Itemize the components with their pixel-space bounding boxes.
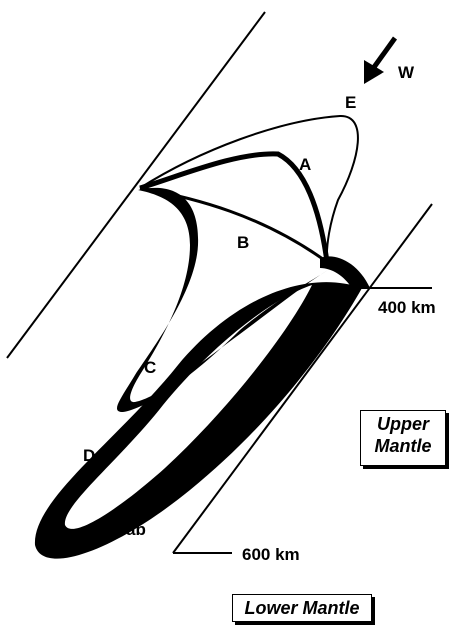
label-a: A (299, 155, 311, 174)
label-slab: Slab (110, 520, 146, 539)
lower-mantle-box: Lower Mantle (232, 594, 372, 622)
upper-mantle-line1: Upper (361, 413, 445, 435)
label-d: D (83, 446, 95, 465)
upper-mantle-box: Upper Mantle (360, 410, 446, 466)
lower-mantle-label: Lower Mantle (244, 598, 359, 618)
w-arrow-shaft (372, 38, 395, 70)
label-600-km: 600 km (242, 545, 300, 564)
upper-mantle-line2: Mantle (361, 435, 445, 457)
label-b: B (237, 233, 249, 252)
label-c: C (144, 358, 156, 377)
label-e: E (345, 93, 356, 112)
label-400-km: 400 km (378, 298, 436, 317)
slab-upper-boundary-line (7, 12, 265, 358)
label-w: W (398, 63, 415, 82)
